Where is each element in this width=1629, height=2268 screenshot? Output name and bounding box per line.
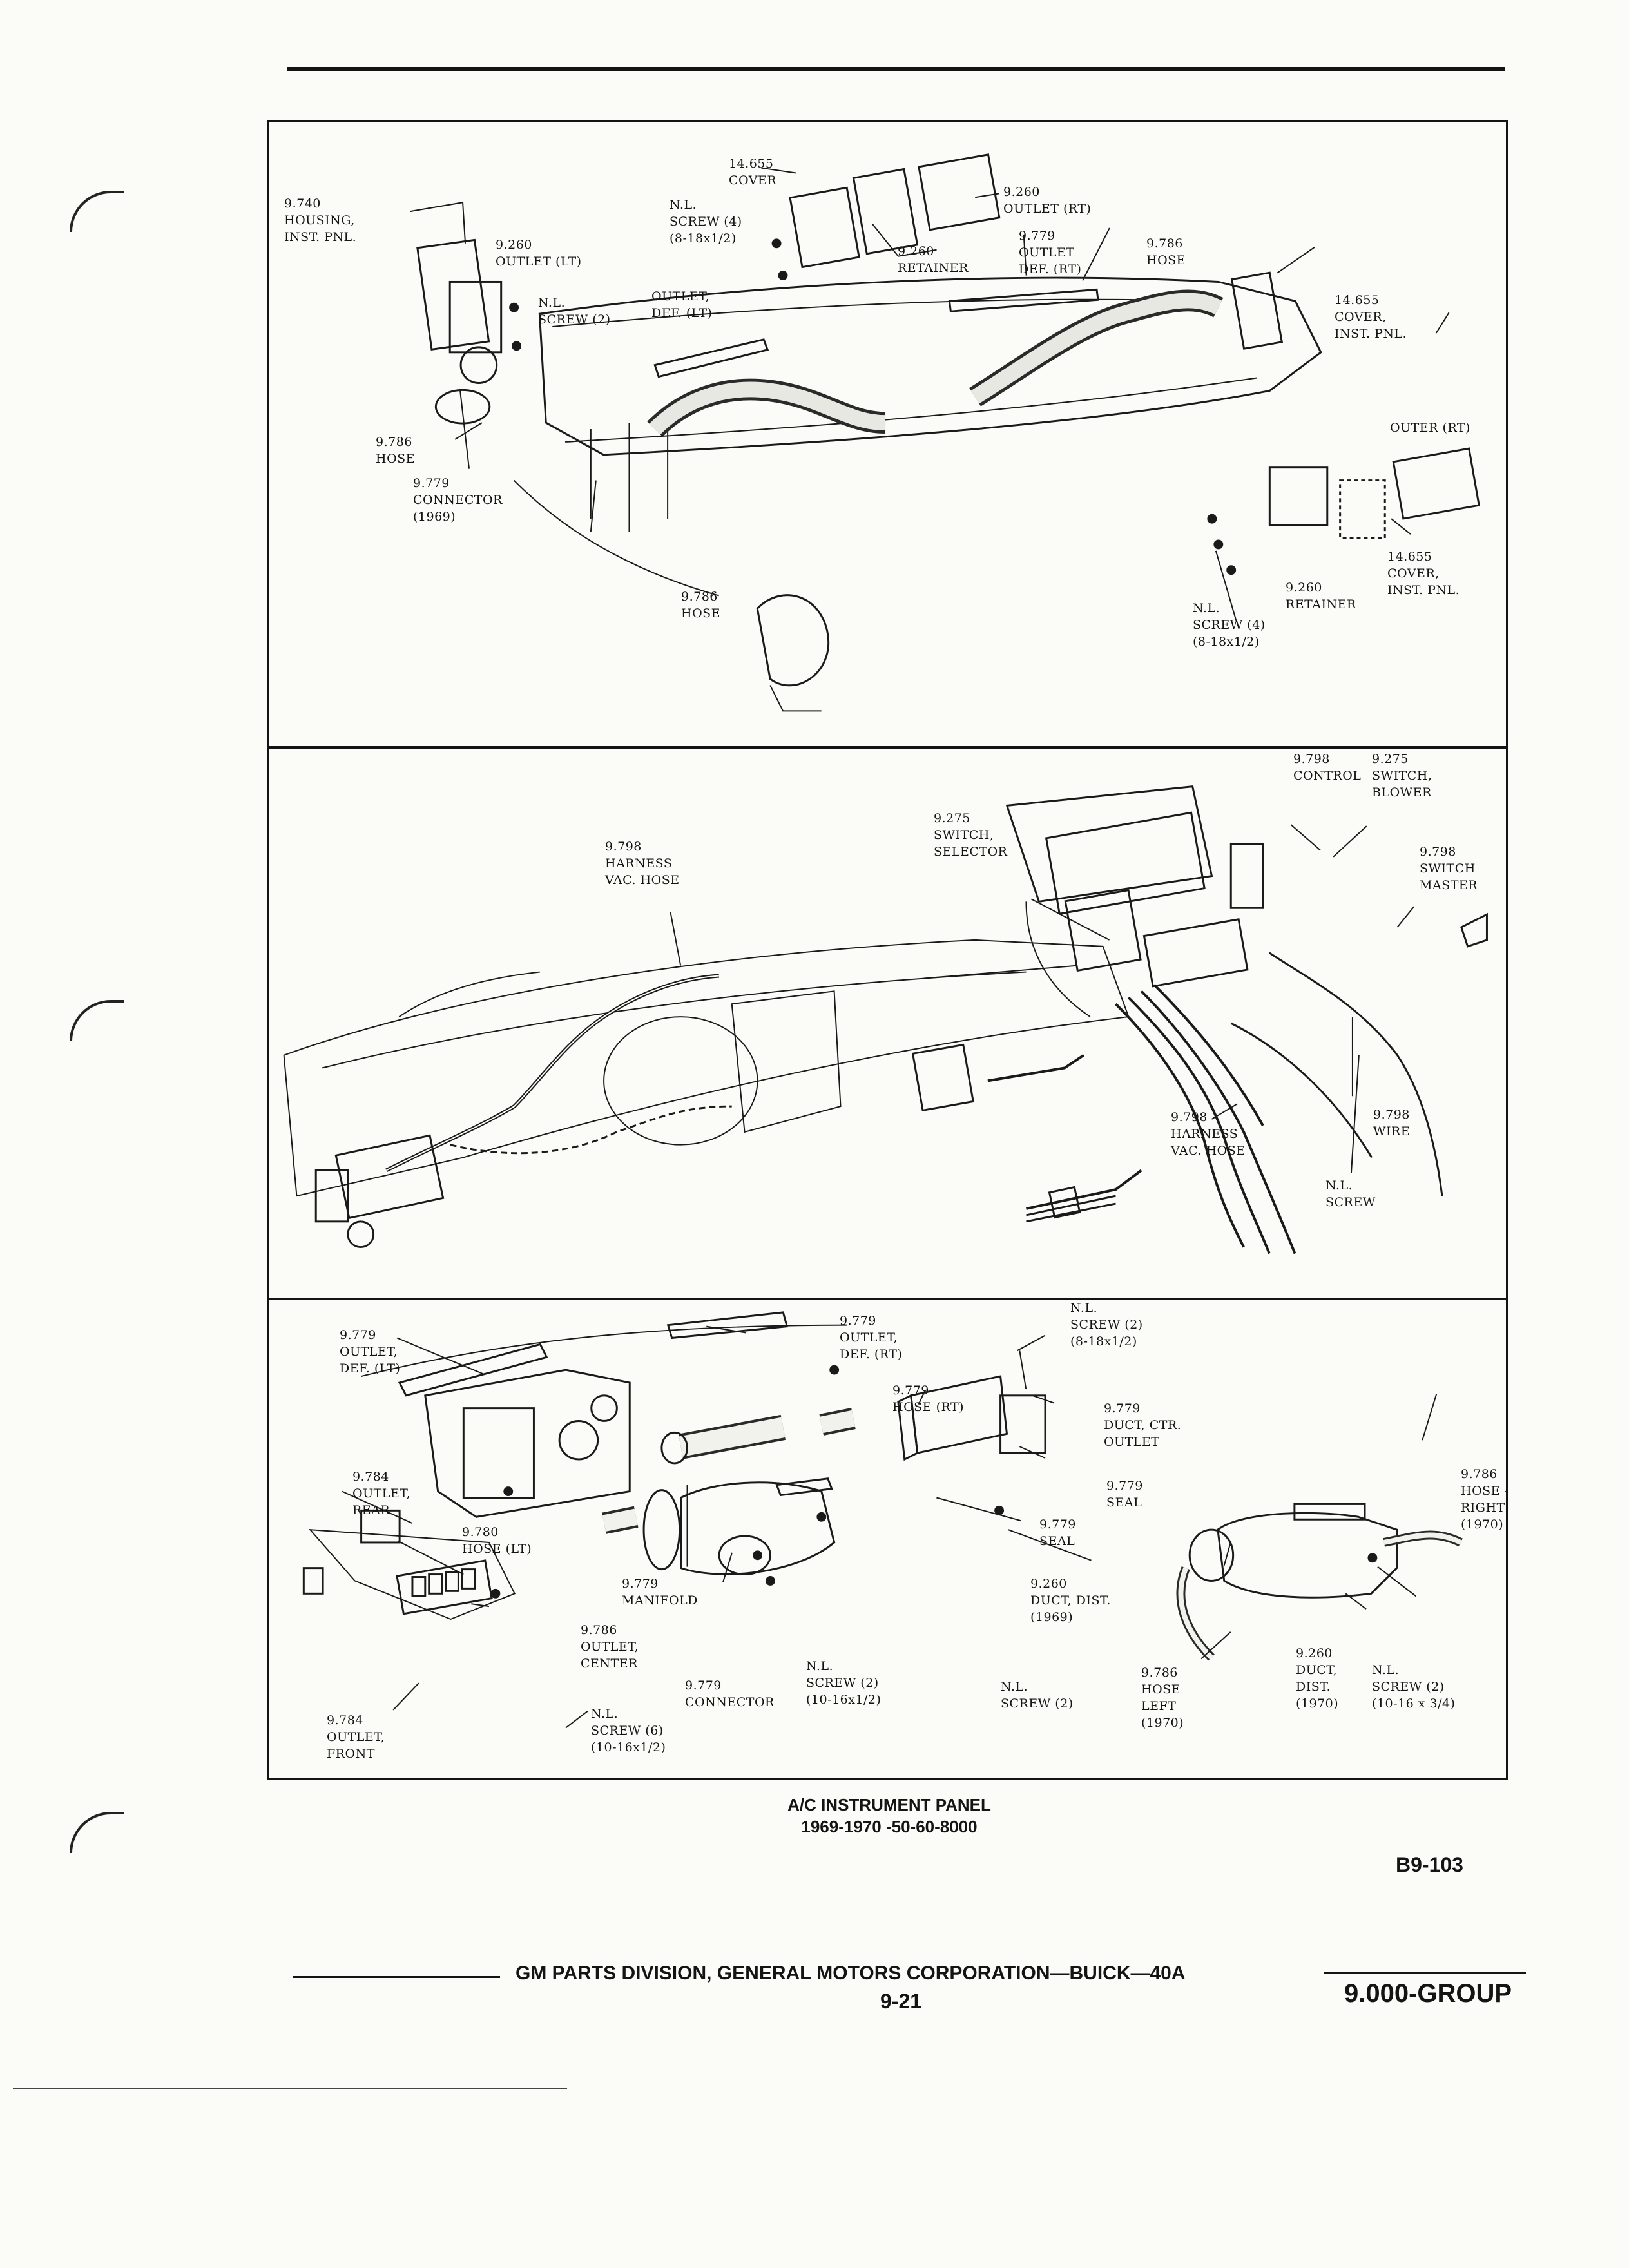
publisher-line: GM PARTS DIVISION, GENERAL MOTORS CORPOR… xyxy=(516,1963,1186,1984)
label-switch-master: 9.798 SWITCH MASTER xyxy=(1420,845,1478,892)
label-retainer-lower: 9.260 RETAINER xyxy=(1286,581,1356,611)
label-outlet-rt: 9.260 OUTLET (RT) xyxy=(1003,185,1092,216)
label-outlet-def-lt: OUTLET, DEF. (LT) xyxy=(651,289,713,320)
scan-artifact xyxy=(70,1812,124,1853)
label-connector: 9.779 CONNECTOR xyxy=(685,1678,775,1709)
label-seal-right: 9.779 SEAL xyxy=(1106,1479,1143,1510)
footer-rule-right xyxy=(1324,1972,1526,1974)
label-screw-2: N.L. SCREW (2) xyxy=(538,296,611,327)
label-screw-2-10-16-3-4: N.L. SCREW (2) (10-16 x 3/4) xyxy=(1372,1663,1456,1711)
caption-title: A/C INSTRUMENT PANEL xyxy=(787,1795,991,1814)
label-screw-2-10-16: N.L. SCREW (2) (10-16x1/2) xyxy=(806,1659,882,1707)
panel-outlets-covers: 14.655 COVER 9.740 HOUSING, INST. PNL. N… xyxy=(267,120,1508,749)
label-screw-4-top: N.L. SCREW (4) (8-18x1/2) xyxy=(670,198,742,245)
panel-controls-harness: 9.798 CONTROL 9.275 SWITCH, BLOWER 9.275… xyxy=(267,746,1508,1300)
label-control: 9.798 CONTROL xyxy=(1293,752,1362,783)
label-harness-vac-hose-lower: 9.798 HARNESS VAC. HOSE xyxy=(1171,1110,1246,1158)
label-screw-6: N.L. SCREW (6) (10-16x1/2) xyxy=(591,1707,666,1754)
label-harness-vac-hose-top: 9.798 HARNESS VAC. HOSE xyxy=(605,840,680,887)
label-hose-lower: 9.786 HOSE xyxy=(681,590,721,620)
label-hose-top: 9.786 HOSE xyxy=(1146,236,1186,267)
label-screw-2-top: N.L. SCREW (2) (8-18x1/2) xyxy=(1070,1301,1143,1349)
label-screw-2-mid: N.L. SCREW (2) xyxy=(1001,1680,1074,1711)
scan-artifact xyxy=(70,191,124,232)
top-rule xyxy=(287,67,1505,71)
label-cover-top: 14.655 COVER xyxy=(729,157,777,187)
label-outlet-lt: 9.260 OUTLET (LT) xyxy=(496,238,582,269)
label-screw: N.L. SCREW xyxy=(1325,1178,1376,1209)
label-cover-inst-pnl-lower: 14.655 COVER, INST. PNL. xyxy=(1387,550,1460,597)
caption-models: 1969-1970 -50-60-8000 xyxy=(801,1817,978,1836)
label-outlet-def-rt: 9.779 OUTLET DEF. (RT) xyxy=(1019,229,1082,276)
label-housing-inst-pnl: 9.740 HOUSING, INST. PNL. xyxy=(284,197,357,244)
label-duct-dist-1969: 9.260 DUCT, DIST. (1969) xyxy=(1030,1577,1111,1624)
label-outlet-rear: 9.784 OUTLET, REAR xyxy=(352,1470,411,1517)
label-duct-dist-1970: 9.260 DUCT, DIST. (1970) xyxy=(1296,1646,1339,1711)
label-hose-lt: 9.780 HOSE (LT) xyxy=(462,1525,532,1556)
label-hose-right-1970: 9.786 HOSE - RIGHT (1970) xyxy=(1461,1467,1506,1532)
label-connector-1969: 9.779 CONNECTOR (1969) xyxy=(413,476,503,524)
panel-1-illustration xyxy=(410,153,1480,712)
label-hose-rt: 9.779 HOSE (RT) xyxy=(892,1383,965,1414)
panel-2-illustration xyxy=(283,785,1488,1254)
label-outlet-front: 9.784 OUTLET, FRONT xyxy=(327,1713,385,1761)
label-switch-selector: 9.275 SWITCH, SELECTOR xyxy=(934,811,1008,859)
label-retainer-top: 9.260 RETAINER xyxy=(898,244,969,275)
page-number: 9-21 xyxy=(880,1990,922,2013)
figure-caption: A/C INSTRUMENT PANEL 1969-1970 -50-60-80… xyxy=(644,1794,1134,1838)
scan-artifact xyxy=(70,1000,124,1041)
label-manifold: 9.779 MANIFOLD xyxy=(622,1577,698,1608)
label-outlet-def-lt: 9.779 OUTLET, DEF. (LT) xyxy=(340,1328,401,1376)
label-outer-rt: OUTER (RT) xyxy=(1390,421,1470,435)
label-switch-blower: 9.275 SWITCH, BLOWER xyxy=(1372,752,1432,800)
label-wire: 9.798 WIRE xyxy=(1373,1108,1411,1139)
label-seal-lower: 9.779 SEAL xyxy=(1039,1517,1076,1548)
label-screw-4-lower: N.L. SCREW (4) (8-18x1/2) xyxy=(1193,601,1266,649)
label-outlet-center: 9.786 OUTLET, CENTER xyxy=(581,1623,639,1671)
label-cover-inst-pnl-rt: 14.655 COVER, INST. PNL. xyxy=(1335,293,1407,341)
label-hose-left: 9.786 HOSE xyxy=(376,435,416,466)
label-duct-ctr-outlet: 9.779 DUCT, CTR. OUTLET xyxy=(1104,1401,1182,1449)
panel-3-illustration xyxy=(302,1311,1463,1729)
footer-rule-left xyxy=(293,1976,500,1978)
label-hose-left-1970: 9.786 HOSE LEFT (1970) xyxy=(1141,1666,1184,1730)
label-outlet-def-rt: 9.779 OUTLET, DEF. (RT) xyxy=(840,1314,903,1361)
panel-ducts-hoses: 9.779 OUTLET, DEF. (LT) 9.779 OUTLET, DE… xyxy=(267,1298,1508,1780)
group-number: 9.000-GROUP xyxy=(1344,1979,1512,2008)
figure-id: B9-103 xyxy=(1396,1853,1463,1876)
bottom-scan-line xyxy=(13,2088,567,2089)
